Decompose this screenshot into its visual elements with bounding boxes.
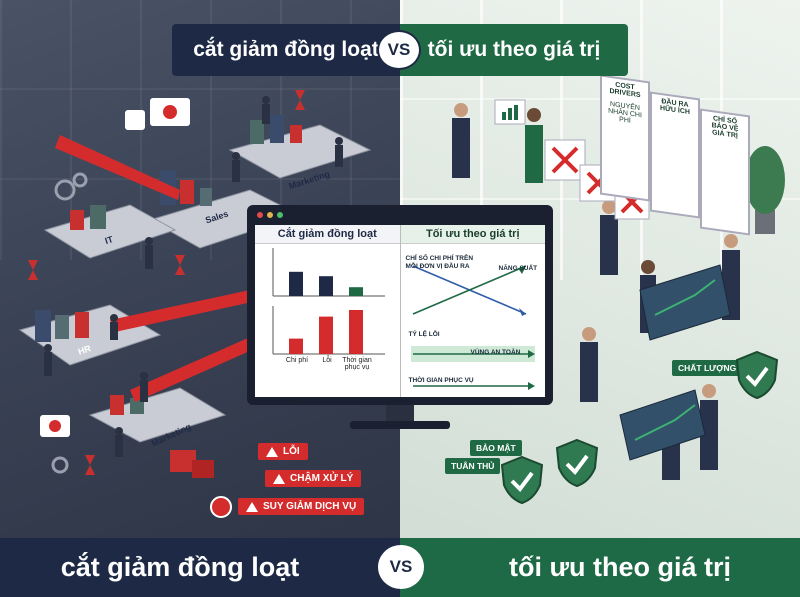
shield-check-icon	[735, 350, 779, 400]
gear-icon	[72, 172, 88, 188]
touch-table	[619, 389, 706, 461]
feedback-bubble	[125, 110, 145, 130]
tag-quality: CHẤT LƯỢNG	[672, 360, 743, 376]
bar-1-3	[349, 287, 363, 296]
pane-across-the-board-cuts: Cắt giảm đồng loạt Chi phí Lỗi Thời gian p…	[255, 225, 401, 397]
bar-chart	[272, 248, 385, 355]
bottom-banner-right-title: tối ưu theo giá trị	[400, 538, 800, 597]
whiteboard-title: CHỈ SỐ BẢO VỆ GIÁ TRỊ	[711, 115, 739, 140]
safe-zone-label: VÙNG AN TOÀN	[470, 349, 521, 356]
platform-it	[43, 204, 177, 259]
bar-2-3	[349, 310, 363, 354]
whiteboard-cost-drivers: COST DRIVERS NGUYÊN NHÂN CHI PHÍ	[600, 74, 650, 202]
maximize-dot	[277, 212, 283, 218]
monitor: Cắt giảm đồng loạt Chi phí Lỗi Thời gian p…	[247, 205, 553, 405]
service-time-label: THỜI GIAN PHỤC VỤ	[408, 377, 474, 384]
top-banner-right-title: tối ưu theo giá trị	[400, 24, 628, 76]
monitor-base	[350, 421, 450, 429]
red-slash-3	[130, 338, 252, 402]
whiteboard-value-protection: CHỈ SỐ BẢO VỆ GIÁ TRỊ	[700, 108, 750, 236]
left-illustration	[18, 90, 372, 478]
bar-category-label: Thời gian phục vụ	[342, 357, 372, 371]
monitor-stand	[386, 405, 414, 423]
warning-icon	[266, 446, 278, 457]
alert-slow-processing: CHẬM XỬ LÝ	[265, 470, 362, 487]
red-slash-1	[55, 135, 180, 200]
pane-value-optimization: Tối ưu theo giá trị CHỈ SỐ CHI PHÍ TRÊN …	[400, 225, 545, 397]
alert-decline-label: SUY GIẢM DỊCH VỤ	[263, 501, 357, 512]
window-controls	[257, 212, 283, 218]
top-vs-badge: VS	[377, 30, 421, 70]
alert-error: LỖI	[258, 443, 308, 460]
whiteboard-useful-output: ĐẦU RA HỮU ÍCH	[650, 91, 700, 219]
monitor-screen: Cắt giảm đồng loạt Chi phí Lỗi Thời gian p…	[255, 225, 545, 397]
whiteboard-title: ĐẦU RA HỮU ÍCH	[660, 98, 690, 117]
bar-2-1	[289, 338, 303, 354]
bar-category-label: Lỗi	[322, 357, 332, 364]
warning-icon	[273, 473, 285, 484]
professional-figures	[452, 103, 740, 480]
error-rate-label: TỶ LỆ LỖI	[408, 331, 440, 338]
minimize-dot	[267, 212, 273, 218]
alert-error-label: LỖI	[283, 446, 300, 457]
shield-check-icon	[555, 438, 599, 488]
bar-1-2	[319, 276, 333, 296]
productivity-label: NĂNG SUẤT	[498, 265, 538, 272]
touch-table	[639, 264, 731, 341]
sad-face-icon	[210, 496, 232, 518]
platform-marketing-bottom	[88, 387, 227, 443]
employee-figures	[44, 96, 343, 457]
cost-per-output-label: CHỈ SỐ CHI PHÍ TRÊN MỖI ĐƠN VỊ ĐẦU RA	[405, 255, 474, 270]
tag-security: BẢO MẬT	[470, 440, 522, 456]
trend-chart	[410, 265, 535, 390]
close-dot	[257, 212, 263, 218]
bottom-vs-badge: VS	[378, 545, 424, 589]
productivity-line	[412, 265, 526, 315]
shield-check-icon	[500, 455, 544, 505]
hourglass-icon	[28, 90, 305, 475]
bar-1-1	[289, 271, 303, 296]
bottom-banner-left-title: cắt giảm đồng loạt	[0, 538, 400, 597]
gear-icon	[54, 179, 76, 201]
alert-service-decline: SUY GIẢM DỊCH VỤ	[238, 498, 365, 515]
alert-slow-label: CHẬM XỬ LÝ	[290, 473, 354, 484]
pane-right-title: Tối ưu theo giá trị	[400, 225, 545, 244]
bar-2-2	[319, 316, 333, 354]
top-banner: cắt giảm đồng loạt tối ưu theo giá trị	[172, 24, 628, 76]
whiteboard-subtitle: NGUYÊN NHÂN CHI PHÍ	[608, 100, 642, 125]
pane-left-title: Cắt giảm đồng loạt	[255, 225, 400, 244]
gear-icon	[51, 456, 69, 474]
warning-icon	[246, 501, 258, 512]
tag-compliance: TUÂN THỦ	[445, 458, 501, 474]
bar-category-label: Chi phí	[285, 357, 309, 364]
red-slash-2	[110, 290, 252, 332]
top-banner-left-title: cắt giảm đồng loạt	[172, 24, 400, 76]
bottom-banner: cắt giảm đồng loạt tối ưu theo giá trị	[0, 538, 800, 597]
